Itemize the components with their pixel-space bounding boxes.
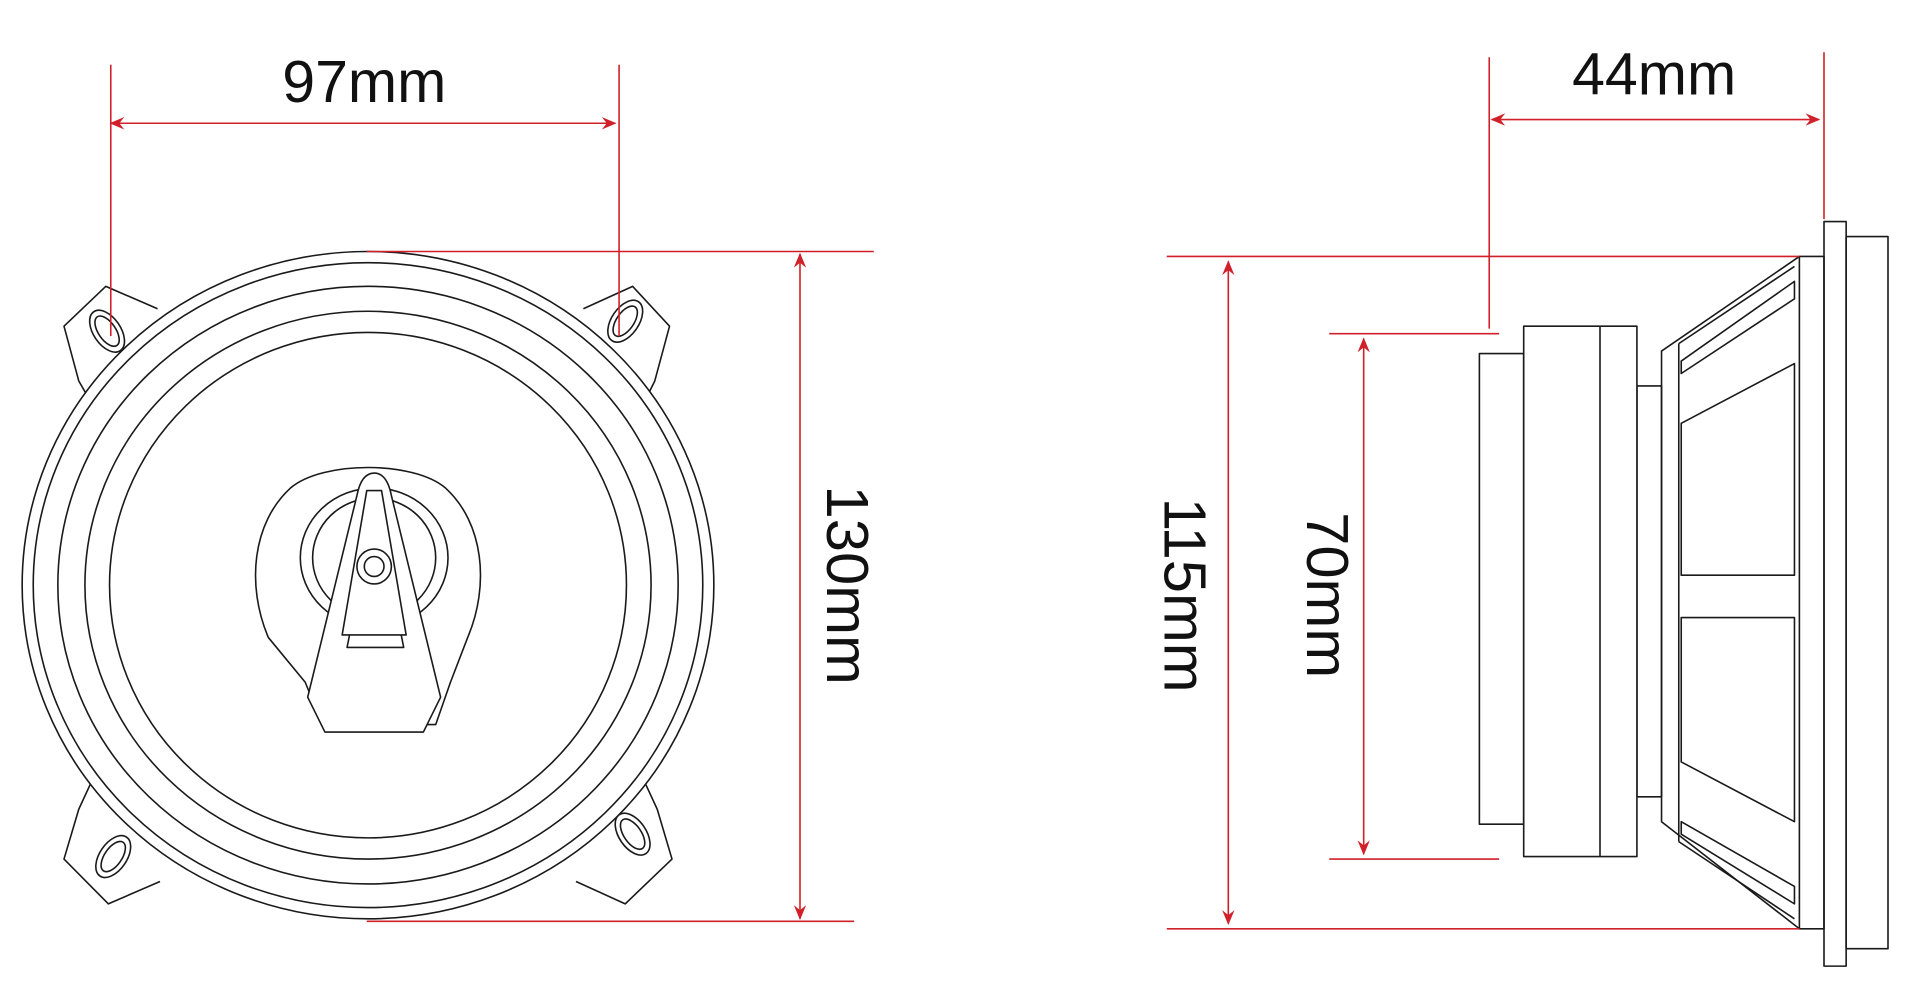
tweeter-center — [357, 549, 391, 584]
mount-ear-top-left — [64, 286, 158, 411]
label-magnet-diameter: 70mm — [1294, 512, 1361, 678]
cone-surround — [85, 311, 651, 859]
magnet-front-plate — [1479, 354, 1523, 825]
dimension-cutout-diameter — [1167, 256, 1800, 928]
dimension-depth — [1489, 52, 1824, 328]
flange-outer — [1824, 222, 1846, 967]
label-depth: 44mm — [1572, 40, 1736, 107]
label-mount-width: 97mm — [282, 48, 446, 115]
tweeter-post — [308, 473, 441, 732]
speaker-basket — [1662, 256, 1800, 928]
dimension-magnet-diameter — [1329, 334, 1499, 859]
flange-grille — [1846, 237, 1888, 949]
front-view — [22, 251, 714, 918]
cone-edge — [110, 332, 627, 837]
frame-ring-2 — [33, 263, 703, 908]
mount-ear-bottom-left — [64, 772, 160, 904]
tweeter-bridge — [256, 467, 481, 724]
frame-rim — [1799, 256, 1824, 928]
magnet-back-plate — [1637, 386, 1662, 797]
magnet-main — [1524, 326, 1637, 856]
dimension-mount-width — [109, 65, 619, 336]
label-cutout-diameter: 115mm — [1151, 498, 1218, 693]
dimension-outer-diameter — [367, 251, 874, 921]
side-view — [1479, 222, 1888, 967]
label-outer-diameter: 130mm — [814, 486, 881, 685]
frame-ring-3 — [58, 286, 678, 884]
